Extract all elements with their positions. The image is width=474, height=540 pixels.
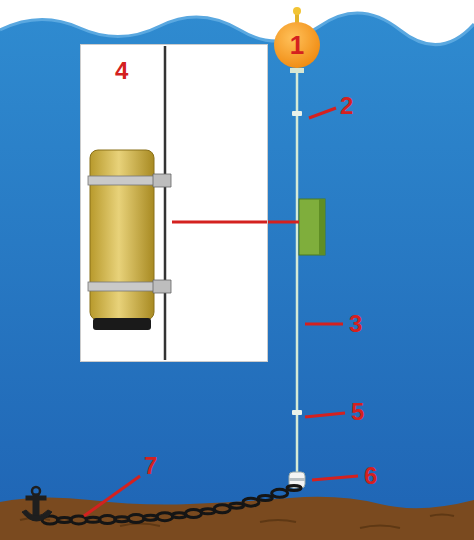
buoy-top xyxy=(293,7,301,15)
instrument-case xyxy=(299,199,325,255)
clamp-bracket xyxy=(153,174,171,293)
leader-line xyxy=(309,108,336,118)
chain-link xyxy=(230,503,244,508)
inset-panel: 4 xyxy=(80,44,268,362)
instrument-base xyxy=(93,318,151,330)
rope-clamp xyxy=(292,410,302,415)
rope-clamp xyxy=(292,111,302,116)
callout-number: 3 xyxy=(349,312,362,336)
chain-link xyxy=(258,496,272,501)
release-band xyxy=(289,478,305,481)
cylinder-clamp xyxy=(88,176,156,185)
leader-line xyxy=(84,476,140,516)
leader-line xyxy=(172,221,299,224)
chain-link xyxy=(99,516,115,524)
instrument-cylinder xyxy=(90,150,154,320)
callout-number: 5 xyxy=(351,400,364,424)
chain-link xyxy=(287,486,301,491)
chain-link xyxy=(71,516,87,524)
sea-water xyxy=(0,13,474,540)
buoy-outline xyxy=(274,22,320,68)
chain-link xyxy=(128,515,144,523)
leader-line xyxy=(305,413,345,417)
seabed xyxy=(0,497,474,540)
buoy: 1 xyxy=(273,21,321,69)
chain-link xyxy=(143,515,157,520)
chain-link xyxy=(201,509,215,514)
chain-link xyxy=(272,489,288,497)
callout-number: 7 xyxy=(144,454,157,478)
callout-number: 2 xyxy=(340,94,353,118)
inset-panel xyxy=(80,44,268,362)
callout-number: 4 xyxy=(115,59,128,83)
chain-link xyxy=(243,498,259,506)
inset-rope xyxy=(164,46,167,360)
anchor xyxy=(22,487,52,521)
chain-link xyxy=(157,513,173,521)
wave-crest xyxy=(0,13,474,45)
anchor-chain xyxy=(42,486,301,525)
leader-line xyxy=(312,476,358,480)
chain-link xyxy=(186,509,202,517)
leader-line xyxy=(305,323,343,326)
cylinder-clamp xyxy=(88,282,156,291)
chain-link xyxy=(214,505,230,513)
callout-number: 1 xyxy=(290,32,304,58)
instrument-shade xyxy=(319,199,325,255)
callout-number: 6 xyxy=(364,464,377,488)
